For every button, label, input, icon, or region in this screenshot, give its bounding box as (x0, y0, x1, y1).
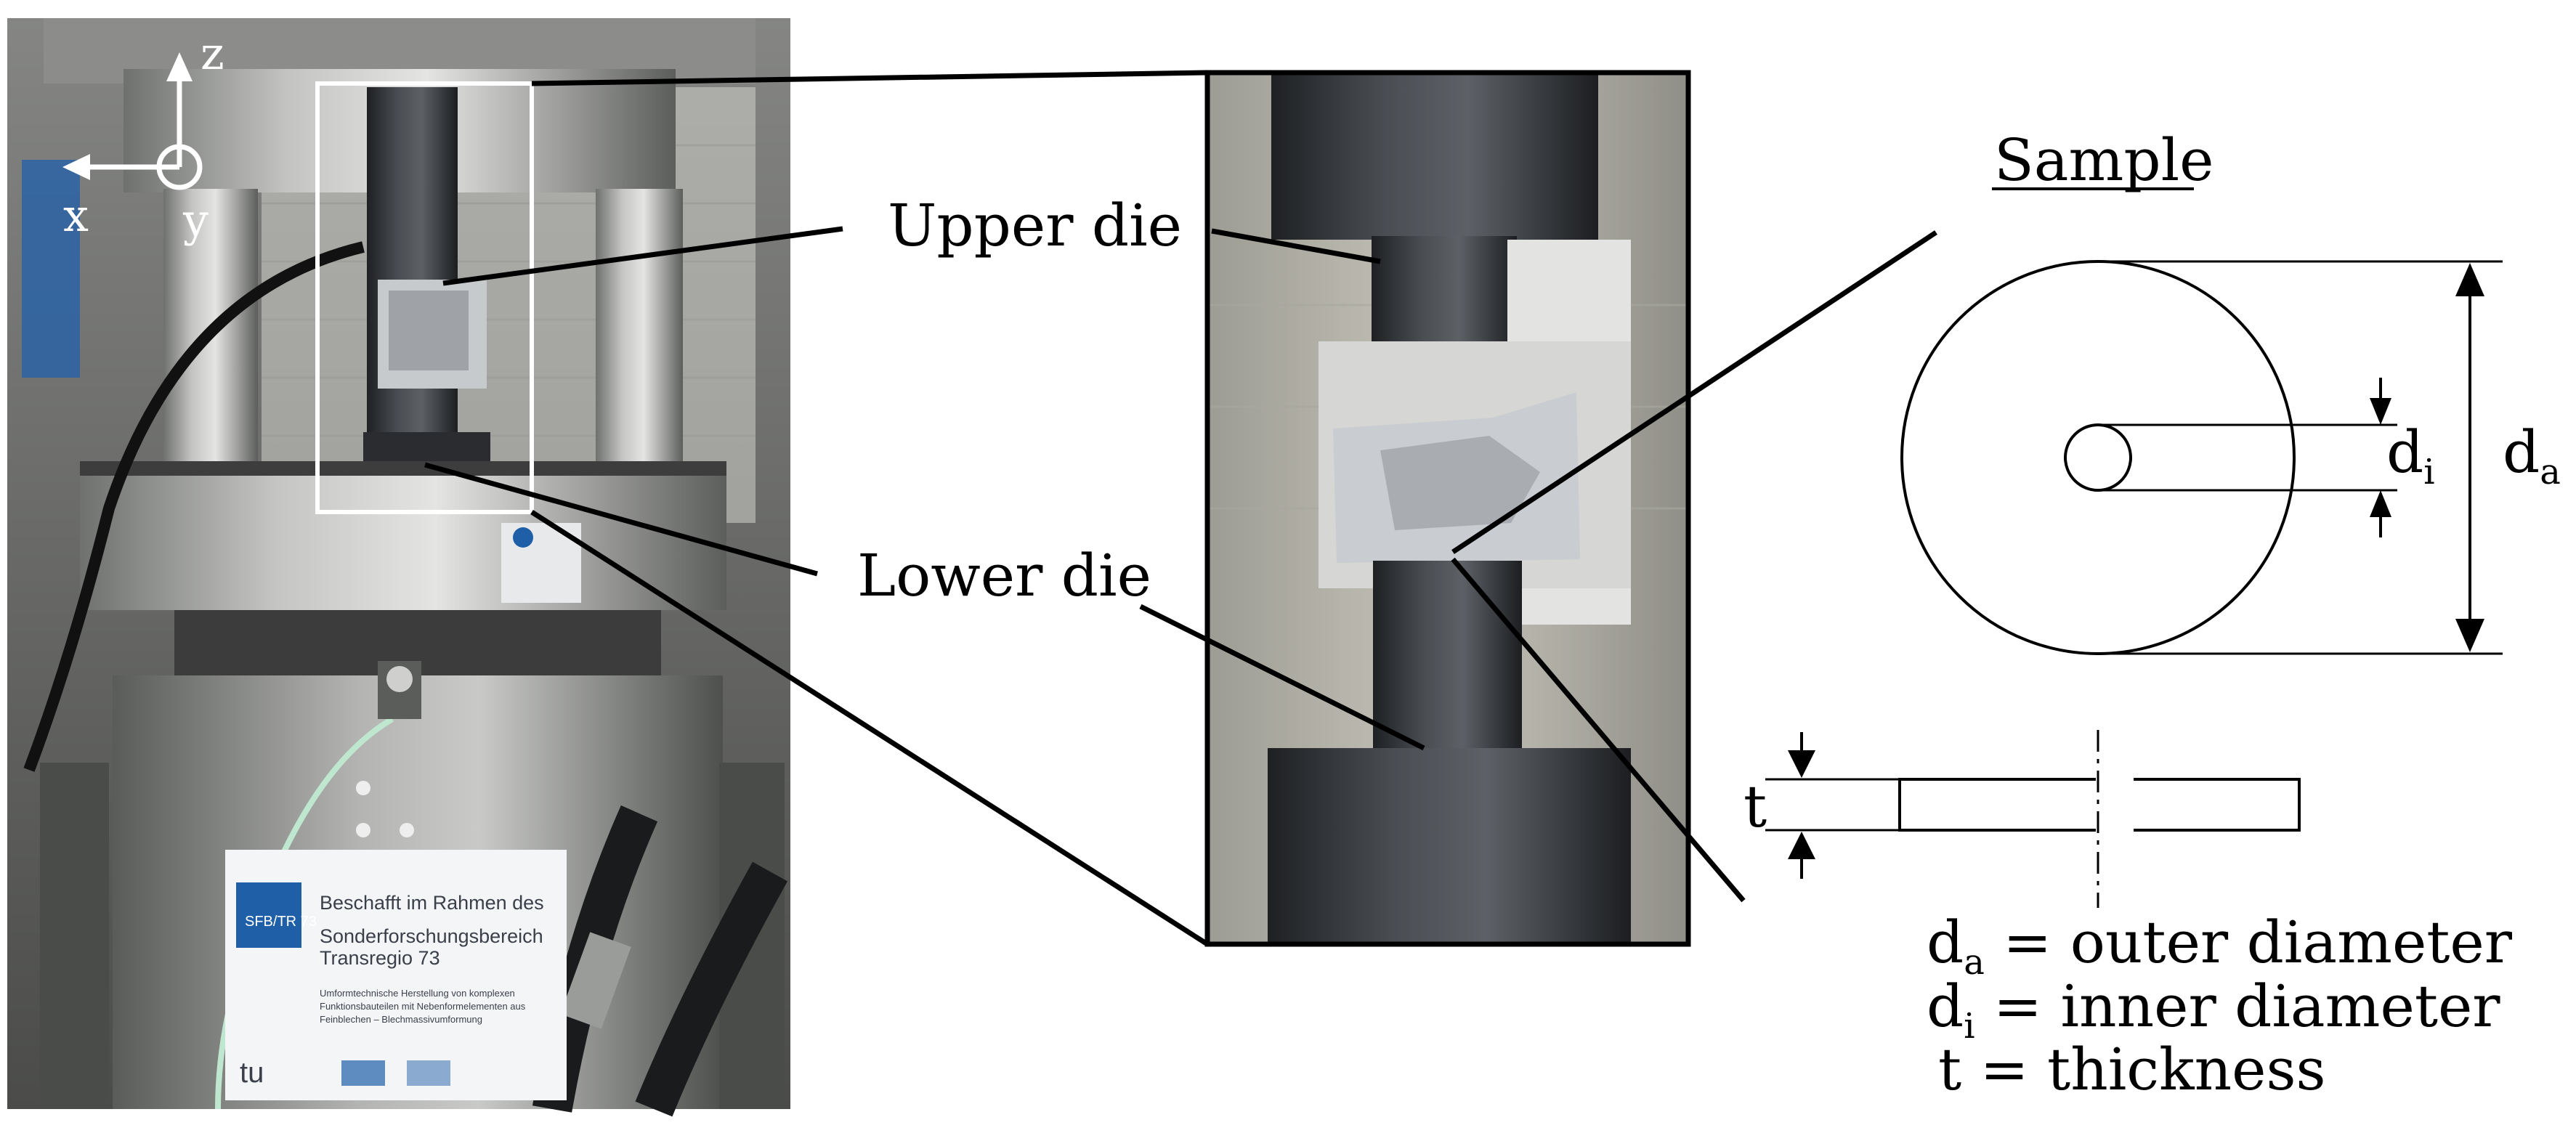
machine-photo: SFB/TR 73 Beschafft im Rahmen des Sonder… (7, 18, 790, 1117)
t-dim-label: t (1743, 773, 1767, 840)
sign-line-1: Beschafft im Rahmen des (320, 892, 544, 914)
upper-die-label: Upper die (888, 192, 1182, 259)
sign-line-6: Feinblechen – Blechmassivumformung (320, 1014, 482, 1025)
sign-tu: tu (240, 1057, 264, 1089)
inner-circle (2064, 423, 2132, 492)
zoom-photo (1204, 70, 1691, 947)
funding-sign: SFB/TR 73 Beschafft im Rahmen des Sonder… (225, 850, 567, 1100)
axis-y-label: y (182, 194, 208, 247)
sample-drawing: Sample di da (1743, 126, 2561, 1103)
sign-line-5: Funktionsbauteilen mit Nebenformelemente… (320, 1001, 526, 1012)
axis-symbol: z x y (62, 27, 224, 247)
sign-line-4: Umformtechnische Herstellung von komplex… (320, 988, 515, 999)
di-dim-label: di (2386, 418, 2435, 492)
sample-title: Sample (1994, 126, 2214, 194)
legend-t: t = thickness (1938, 1036, 2326, 1103)
axis-z-label: z (201, 27, 224, 80)
axis-x-label: x (63, 189, 89, 242)
sign-logo: SFB/TR 73 (245, 914, 317, 930)
zoom-region-frame (315, 81, 534, 514)
connector-lines (424, 70, 1937, 946)
legend-da: da = outer diameter (1927, 909, 2513, 983)
lower-die-label: Lower die (857, 542, 1151, 609)
side-view-hole-gap (2096, 776, 2134, 834)
sign-line-3: Transregio 73 (320, 947, 440, 969)
outer-circle (1900, 260, 2296, 655)
sign-line-2: Sonderforschungsbereich (320, 925, 543, 947)
da-dim-label: da (2503, 418, 2561, 492)
legend-di: di = inner diameter (1927, 973, 2500, 1047)
